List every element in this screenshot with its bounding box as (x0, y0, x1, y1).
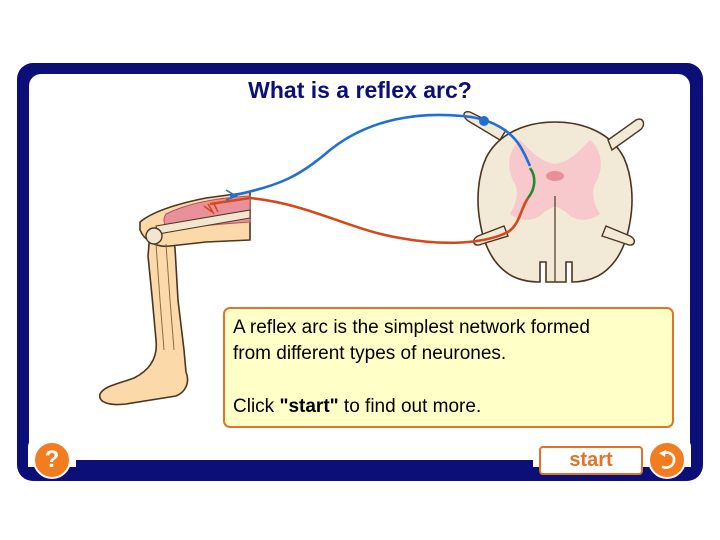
tibia (155, 243, 175, 351)
spinal-cord (463, 110, 645, 283)
instruction-prefix: Click (233, 396, 280, 417)
info-box: A reflex arc is the simplest network for… (223, 307, 674, 428)
motor-neurone (209, 196, 530, 245)
sensory-neurone (229, 113, 532, 198)
ventral-root-right (601, 225, 636, 246)
replay-button[interactable] (648, 441, 686, 479)
sensory-cell-body (479, 116, 489, 126)
info-instruction: Click "start" to find out more. (233, 394, 664, 420)
help-button[interactable]: ? (33, 441, 71, 479)
instruction-start-keyword: "start" (279, 396, 339, 417)
lower-leg (99, 219, 189, 406)
relay-neurone (526, 167, 536, 199)
leg (99, 191, 251, 406)
question-mark-icon: ? (44, 446, 60, 473)
muscle-receptor (203, 203, 219, 215)
instruction-suffix: to find out more. (338, 396, 482, 417)
central-canal (546, 171, 564, 181)
page-title: What is a reflex arc? (248, 77, 472, 103)
info-spacer (233, 367, 664, 394)
start-button[interactable]: start (539, 446, 643, 475)
sensory-neurone-fork (225, 189, 238, 201)
dorsal-root-right (607, 118, 645, 152)
info-line-1: A reflex arc is the simplest network for… (233, 317, 590, 338)
replay-arrow-icon (659, 450, 676, 469)
knee-cap (145, 227, 163, 245)
info-line-2: from different types of neurones. (233, 343, 507, 364)
